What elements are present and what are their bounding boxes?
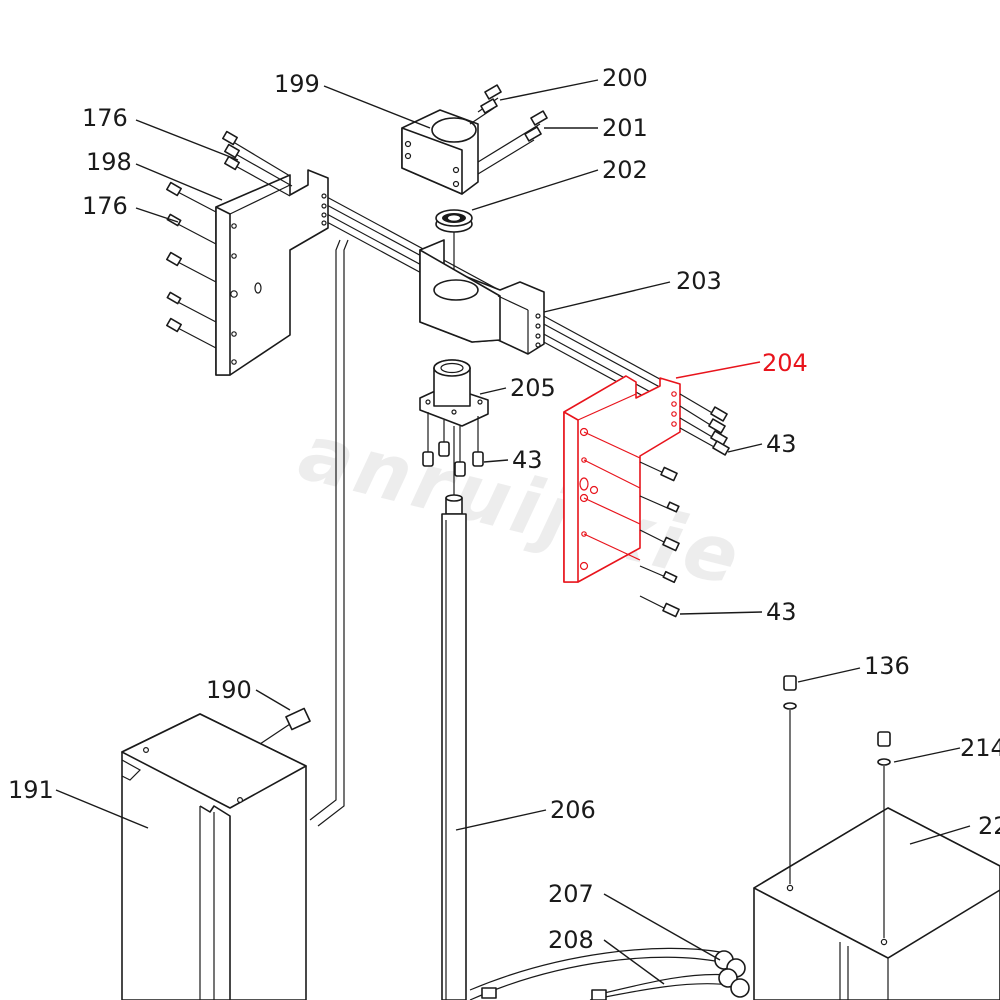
part-22x-housing[interactable] bbox=[753, 807, 1000, 1000]
part-198-left-bracket[interactable] bbox=[215, 169, 329, 376]
leader-lines bbox=[55, 79, 971, 985]
part-207-208-hoses[interactable] bbox=[469, 947, 750, 1000]
callout-199: 199 bbox=[274, 70, 320, 98]
callout-203: 203 bbox=[676, 267, 722, 295]
callout-22x: 22 bbox=[978, 812, 1000, 840]
part-203-carriage[interactable] bbox=[419, 239, 545, 355]
callout-176-bottom: 176 bbox=[82, 192, 128, 220]
callout-206: 206 bbox=[550, 796, 596, 824]
leader-204 bbox=[675, 361, 761, 379]
part-204-right-bracket[interactable] bbox=[563, 375, 681, 583]
frame-cable-line bbox=[309, 239, 349, 827]
callout-43-lower: 43 bbox=[766, 598, 797, 626]
callout-204: 204 bbox=[762, 349, 808, 377]
part-214-screw[interactable] bbox=[877, 731, 891, 938]
part-201-bolts[interactable] bbox=[477, 110, 548, 175]
callout-201: 201 bbox=[602, 114, 648, 142]
callout-208: 208 bbox=[548, 926, 594, 954]
callout-200: 200 bbox=[602, 64, 648, 92]
callout-136: 136 bbox=[864, 652, 910, 680]
callout-202: 202 bbox=[602, 156, 648, 184]
part-206-rod[interactable] bbox=[441, 426, 467, 1000]
callout-190: 190 bbox=[206, 676, 252, 704]
part-43-flange-bolts[interactable] bbox=[422, 412, 484, 477]
watermark-text: anruijixie bbox=[291, 408, 752, 605]
part-191-column[interactable] bbox=[121, 713, 307, 1000]
part-199-top-block[interactable] bbox=[401, 109, 479, 195]
part-200-bolts[interactable] bbox=[469, 84, 502, 125]
callout-43-upper: 43 bbox=[766, 430, 797, 458]
part-136-screw[interactable] bbox=[783, 675, 797, 884]
callout-207: 207 bbox=[548, 880, 594, 908]
part-176-bolts[interactable] bbox=[166, 130, 293, 349]
callout-191: 191 bbox=[8, 776, 54, 804]
part-190-fitting[interactable] bbox=[259, 707, 311, 745]
callout-43-flange: 43 bbox=[512, 446, 543, 474]
callout-205: 205 bbox=[510, 374, 556, 402]
callout-214: 214 bbox=[960, 734, 1000, 762]
part-202-bearing[interactable] bbox=[435, 209, 473, 233]
part-205-flange-bushing[interactable] bbox=[419, 359, 489, 427]
callout-198: 198 bbox=[86, 148, 132, 176]
callout-176-top: 176 bbox=[82, 104, 128, 132]
part-43-right-bolts[interactable] bbox=[639, 393, 730, 618]
